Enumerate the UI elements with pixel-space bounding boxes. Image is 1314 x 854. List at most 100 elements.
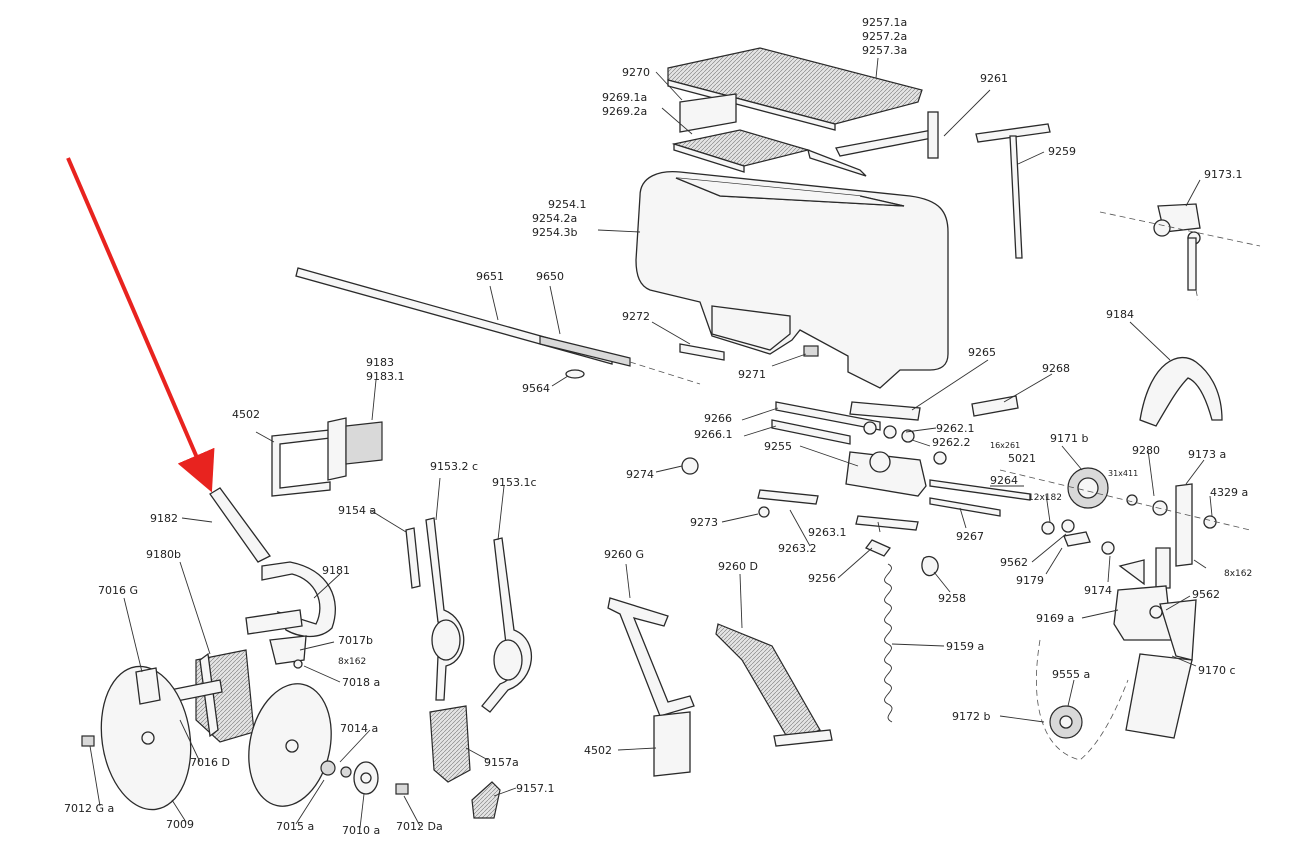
arm-9169a (1113, 585, 1173, 641)
t-bracket (975, 123, 1051, 259)
scraper-9184 (1139, 357, 1223, 427)
label-9266-1: 9266.1 (694, 428, 733, 441)
label-9262-1: 9262.1 (936, 422, 975, 435)
label-9153-1c: 9153.1c (492, 476, 537, 489)
label-9254-2a: 9254.2a (532, 212, 577, 225)
marker-9260d (715, 623, 833, 747)
label-9259: 9259 (1048, 145, 1076, 158)
label-9650: 9650 (536, 270, 564, 283)
hopper-lid (667, 47, 923, 131)
label-9183: 9183 (366, 356, 394, 369)
label-9651: 9651 (476, 270, 504, 283)
spring-blade-9181 (261, 561, 336, 638)
label-9562-a: 9562 (1000, 556, 1028, 569)
label-9280: 9280 (1132, 444, 1160, 457)
label-9274: 9274 (626, 468, 654, 481)
label-9157-1: 9157.1 (516, 782, 555, 795)
label-4502-bottom: 4502 (584, 744, 612, 757)
label-9174: 9174 (1084, 584, 1112, 597)
label-9157a: 9157a (484, 756, 519, 769)
label-9562-b: 9562 (1192, 588, 1220, 601)
seed-hopper (635, 170, 949, 389)
label-7012ga: 7012 G a (64, 802, 114, 815)
label-9257-3a: 9257.3a (862, 44, 907, 57)
label-9555a: 9555 a (1052, 668, 1090, 681)
sprocket-cluster (999, 467, 1251, 589)
shoe-9157-1 (471, 781, 501, 819)
drive-shaft (295, 267, 701, 385)
label-7009: 7009 (166, 818, 194, 831)
label-9264: 9264 (990, 474, 1018, 487)
marker-9260g (607, 597, 695, 777)
label-9183-1: 9183.1 (366, 370, 405, 383)
label-9173-1: 9173.1 (1204, 168, 1243, 181)
label-9184: 9184 (1106, 308, 1134, 321)
label-9257-1a: 9257.1a (862, 16, 907, 29)
shank-9182 (209, 487, 271, 563)
label-9173a: 9173 a (1188, 448, 1226, 461)
arm-9170c (1125, 599, 1197, 739)
label-7015a: 7015 a (276, 820, 314, 833)
label-5021: 5021 (1008, 452, 1036, 465)
label-9254-1: 9254.1 (548, 198, 587, 211)
label-7012da: 7012 Da (396, 820, 443, 833)
label-9181: 9181 (322, 564, 350, 577)
bolt-7012ga (81, 735, 95, 747)
label-7016d: 7016 D (190, 756, 230, 769)
label-9269-2a: 9269.2a (602, 105, 647, 118)
label-9270: 9270 (622, 66, 650, 79)
label-8x162-a: 8x162 (1224, 569, 1252, 579)
label-9262-2: 9262.2 (932, 436, 971, 449)
label-9255: 9255 (764, 440, 792, 453)
label-9564: 9564 (522, 382, 550, 395)
label-7017b: 7017b (338, 634, 373, 647)
label-9258: 9258 (938, 592, 966, 605)
label-9265: 9265 (968, 346, 996, 359)
label-9272: 9272 (622, 310, 650, 323)
label-9254-3b: 9254.3b (532, 226, 577, 239)
part-labels: 9257.1a 9257.2a 9257.3a 9270 9269.1a 926… (64, 16, 1252, 837)
label-9179: 9179 (1016, 574, 1044, 587)
tines (405, 517, 532, 713)
chain-9172b (1035, 639, 1129, 761)
label-7016g: 7016 G (98, 584, 138, 597)
label-9261: 9261 (980, 72, 1008, 85)
label-7010a: 7010 a (342, 824, 380, 837)
red-pointer-arrow (66, 157, 215, 493)
label-9180b: 9180b (146, 548, 181, 561)
label-9260g: 9260 G (604, 548, 644, 561)
label-8x162-b: 8x162 (338, 657, 366, 667)
label-9172b: 9172 b (952, 710, 990, 723)
label-16x261: 16x261 (990, 441, 1020, 450)
bolt-7012da (395, 783, 409, 795)
label-31x411: 31x411 (1108, 469, 1138, 478)
u-bolt-bracket (271, 417, 383, 497)
label-9267: 9267 (956, 530, 984, 543)
label-9171b: 9171 b (1050, 432, 1088, 445)
label-7014a: 7014 a (340, 722, 378, 735)
label-9269-1a: 9269.1a (602, 91, 647, 104)
coulter-body (169, 635, 307, 743)
shoe-9157a (429, 705, 471, 783)
slide-plate (679, 343, 725, 361)
label-9273: 9273 (690, 516, 718, 529)
label-9159a: 9159 a (946, 640, 984, 653)
bearing-7015a (320, 760, 336, 776)
hopper-knob (803, 345, 819, 357)
label-9169a: 9169 a (1036, 612, 1074, 625)
label-9257-2a: 9257.2a (862, 30, 907, 43)
label-9182: 9182 (150, 512, 178, 525)
label-9263-1: 9263.1 (808, 526, 847, 539)
label-9154a: 9154 a (338, 504, 376, 517)
label-9260d: 9260 D (718, 560, 758, 573)
label-9266: 9266 (704, 412, 732, 425)
label-9263-2: 9263.2 (778, 542, 817, 555)
metering-unit (681, 395, 1031, 577)
label-9153-2c: 9153.2 c (430, 460, 478, 473)
label-12x182: 12x182 (1028, 493, 1062, 503)
label-9268: 9268 (1042, 362, 1070, 375)
label-4502-top: 4502 (232, 408, 260, 421)
label-7018a: 7018 a (342, 676, 380, 689)
